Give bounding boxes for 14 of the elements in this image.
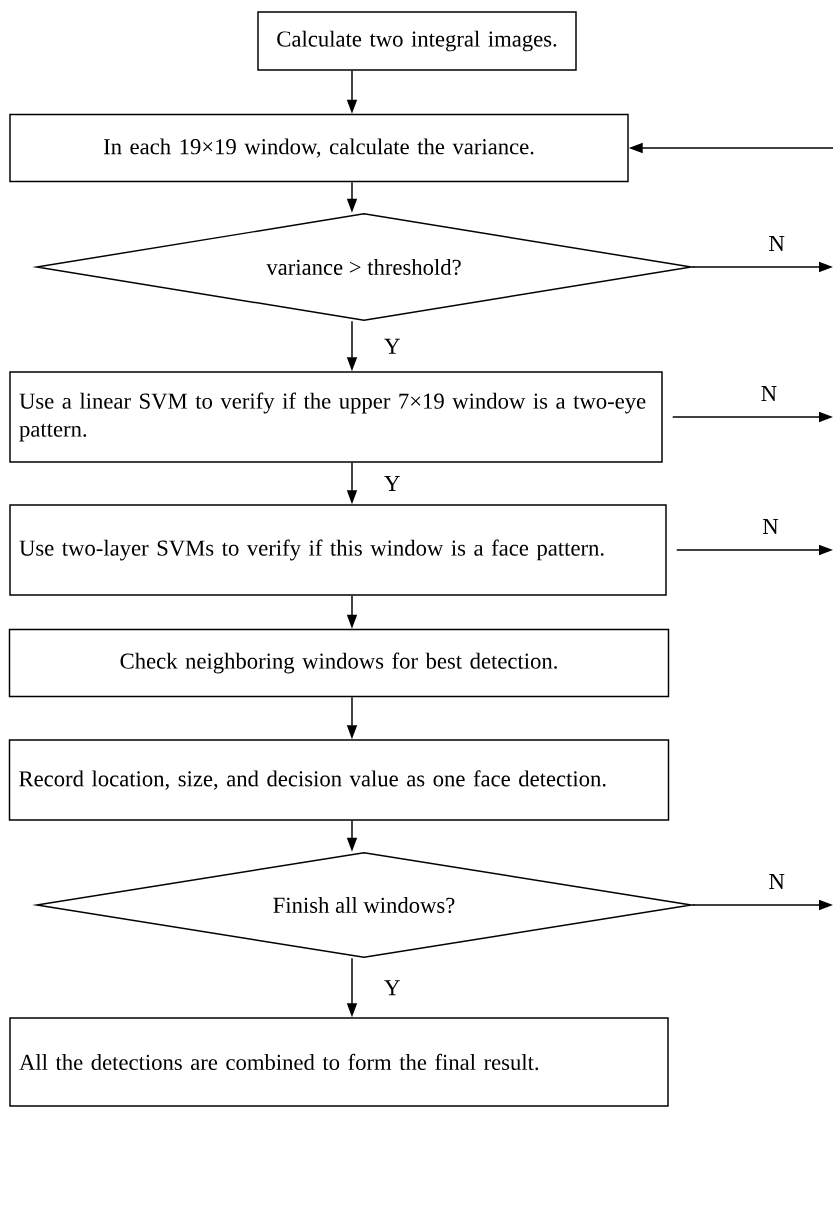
process-box: Use a linear SVM to verify if the upper 7×19 window is a two-eye pattern. xyxy=(9,371,663,463)
process-box: Use two-layer SVMs to verify if this window is a face pattern. xyxy=(9,504,667,596)
process-box: Calculate two integral images. xyxy=(257,11,577,71)
edge-label: N xyxy=(759,384,779,403)
edge-label: Y xyxy=(382,474,402,493)
edge-label: Y xyxy=(382,979,402,997)
process-box: All the detections are combined to form the final result. xyxy=(9,1017,669,1107)
edge-label: N xyxy=(767,872,787,891)
process-box: Record location, size, and decision value as one face detection. xyxy=(8,739,670,821)
edge-label: Y xyxy=(382,337,402,355)
edge-label: N xyxy=(767,234,787,253)
process-box: In each 19×19 window, calculate the variance. xyxy=(9,113,629,183)
process-box: Check neighboring windows for best detection. xyxy=(8,628,670,698)
edge-label: N xyxy=(760,517,780,536)
